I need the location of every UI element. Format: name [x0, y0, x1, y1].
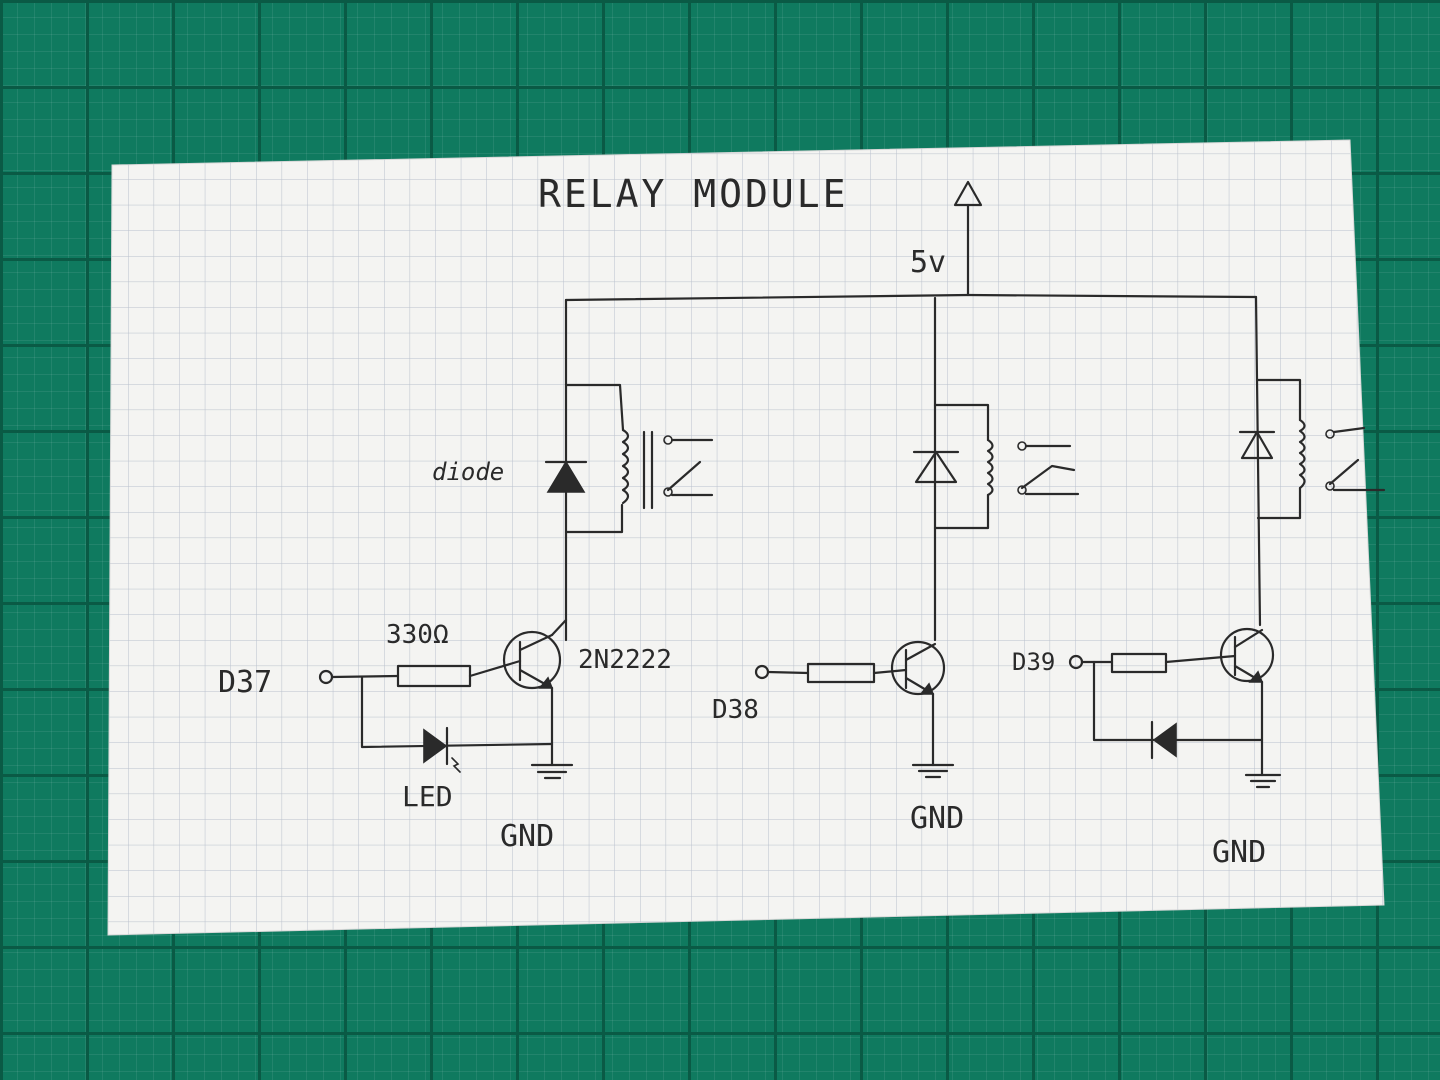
relay-contacts-2: [1017, 441, 1080, 496]
channel-3: D39 GND: [1012, 295, 1386, 870]
relay-coil-3: [1298, 418, 1306, 490]
led-3: [1150, 720, 1177, 760]
channel-2: D38 GND: [712, 296, 1080, 836]
power-rail: [564, 293, 1258, 302]
relay-coil-1: [621, 428, 654, 510]
diode-label: diode: [432, 458, 504, 486]
diagram-title: RELAY MODULE: [538, 172, 849, 216]
input-label-2: D38: [712, 695, 759, 725]
gnd-label-1: GND: [500, 819, 554, 854]
flyback-diode-1: [544, 460, 588, 493]
gnd-label-3: GND: [1212, 835, 1266, 870]
ground-symbol-1: [530, 763, 574, 780]
relay-coil-2: [986, 438, 994, 497]
transistor-1: [502, 618, 568, 690]
relay-contacts-3: [1325, 426, 1386, 492]
ground-symbol-3: [1244, 773, 1282, 789]
input-label-3: D39: [1012, 648, 1055, 676]
resistor-label: 330Ω: [386, 620, 449, 650]
flyback-diode-3: [1238, 430, 1276, 460]
ground-symbol-2: [911, 763, 955, 779]
transistor-label: 2N2222: [578, 645, 672, 675]
paper-sheet: [107, 139, 1385, 936]
input-label-1: D37: [218, 665, 272, 700]
gnd-label-2: GND: [910, 801, 964, 836]
channel-1: diode 2N2222 330Ω D37 LED: [218, 298, 714, 854]
led-label: LED: [402, 780, 453, 813]
flyback-diode-2: [912, 450, 960, 484]
supply-terminal: [953, 180, 983, 297]
supply-label: 5v: [910, 245, 946, 280]
relay-contacts-1: [663, 435, 714, 497]
led-1: [423, 726, 461, 773]
